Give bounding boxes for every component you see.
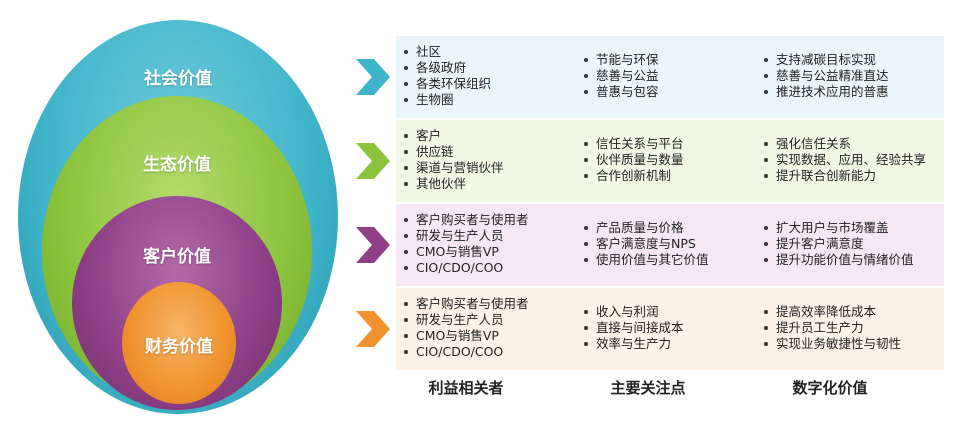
list-item: CMO与销售VP (402, 244, 529, 260)
list-item: 实现数据、应用、经验共享 (762, 152, 926, 168)
ecosystem-focus: 信任关系与平台 伙伴质量与数量 合作创新机制 (582, 136, 684, 184)
ecosystem-stakeholders: 客户 供应链 渠道与营销伙伴 其他伙伴 (402, 128, 504, 192)
social-stakeholders: 社区 各级政府 各类环保组织 生物圈 (402, 44, 491, 108)
ecosystem-digital-value: 强化信任关系 实现数据、应用、经验共享 提升联合创新能力 (762, 136, 926, 184)
list-item: 研发与生产人员 (402, 312, 529, 328)
list-item: CIO/CDO/COO (402, 260, 529, 276)
customer-digital-value: 扩大用户与市场覆盖 提升客户满意度 提升功能价值与情绪价值 (762, 220, 914, 268)
list-item: 使用价值与其它价值 (582, 252, 709, 268)
list-item: 提高效率降低成本 (762, 304, 901, 320)
list-item: CIO/CDO/COO (402, 344, 529, 360)
list-item: 直接与间接成本 (582, 320, 684, 336)
list-item: 客户 (402, 128, 504, 144)
list-item: 合作创新机制 (582, 168, 684, 184)
column-header-digital-value: 数字化价值 (792, 379, 868, 397)
chevron-right-icon (356, 311, 390, 347)
financial-focus: 收入与利润 直接与间接成本 效率与生产力 (582, 304, 684, 352)
list-item: 节能与环保 (582, 52, 659, 68)
list-item: 研发与生产人员 (402, 228, 529, 244)
band-customer: 客户购买者与使用者 研发与生产人员 CMO与销售VP CIO/CDO/COO 产… (396, 204, 944, 286)
list-item: 普惠与包容 (582, 84, 659, 100)
list-item: 扩大用户与市场覆盖 (762, 220, 914, 236)
list-item: 供应链 (402, 144, 504, 160)
list-item: 产品质量与价格 (582, 220, 709, 236)
oval-financial-label: 财务价值 (145, 337, 213, 357)
list-item: 客户满意度与NPS (582, 236, 709, 252)
social-focus: 节能与环保 慈善与公益 普惠与包容 (582, 52, 659, 100)
financial-digital-value: 提高效率降低成本 提升员工生产力 实现业务敏捷性与韧性 (762, 304, 901, 352)
list-item: 各级政府 (402, 60, 491, 76)
list-item: 其他伙伴 (402, 176, 504, 192)
list-item: 慈善与公益 (582, 68, 659, 84)
list-item: CMO与销售VP (402, 328, 529, 344)
chevron-right-icon (356, 59, 390, 95)
list-item: 慈善与公益精准直达 (762, 68, 889, 84)
list-item: 提升功能价值与情绪价值 (762, 252, 914, 268)
list-item: 各类环保组织 (402, 76, 491, 92)
oval-social-label: 社会价值 (144, 69, 212, 89)
social-digital-value: 支持减碳目标实现 慈善与公益精准直达 推进技术应用的普惠 (762, 52, 889, 100)
list-item: 强化信任关系 (762, 136, 926, 152)
list-item: 实现业务敏捷性与韧性 (762, 336, 901, 352)
band-ecosystem: 客户 供应链 渠道与营销伙伴 其他伙伴 信任关系与平台 伙伴质量与数量 合作创新… (396, 120, 944, 202)
list-item: 渠道与营销伙伴 (402, 160, 504, 176)
list-item: 客户购买者与使用者 (402, 296, 529, 312)
list-item: 收入与利润 (582, 304, 684, 320)
customer-focus: 产品质量与价格 客户满意度与NPS 使用价值与其它价值 (582, 220, 709, 268)
list-item: 社区 (402, 44, 491, 60)
list-item: 效率与生产力 (582, 336, 684, 352)
band-social: 社区 各级政府 各类环保组织 生物圈 节能与环保 慈善与公益 普惠与包容 支持减… (396, 36, 944, 118)
oval-ecosystem-label: 生态价值 (143, 155, 211, 175)
list-item: 伙伴质量与数量 (582, 152, 684, 168)
list-item: 提升员工生产力 (762, 320, 901, 336)
oval-financial: 财务价值 (122, 282, 236, 404)
list-item: 推进技术应用的普惠 (762, 84, 889, 100)
chevron-right-icon (356, 143, 390, 179)
list-item: 支持减碳目标实现 (762, 52, 889, 68)
customer-stakeholders: 客户购买者与使用者 研发与生产人员 CMO与销售VP CIO/CDO/COO (402, 212, 529, 276)
list-item: 提升联合创新能力 (762, 168, 926, 184)
financial-stakeholders: 客户购买者与使用者 研发与生产人员 CMO与销售VP CIO/CDO/COO (402, 296, 529, 360)
band-financial: 客户购买者与使用者 研发与生产人员 CMO与销售VP CIO/CDO/COO 收… (396, 288, 944, 370)
oval-customer-label: 客户价值 (143, 247, 211, 267)
column-header-stakeholders: 利益相关者 (428, 379, 504, 397)
list-item: 生物圈 (402, 92, 491, 108)
list-item: 信任关系与平台 (582, 136, 684, 152)
list-item: 客户购买者与使用者 (402, 212, 529, 228)
chevron-right-icon (356, 227, 390, 263)
list-item: 提升客户满意度 (762, 236, 914, 252)
column-header-focus: 主要关注点 (610, 379, 686, 397)
